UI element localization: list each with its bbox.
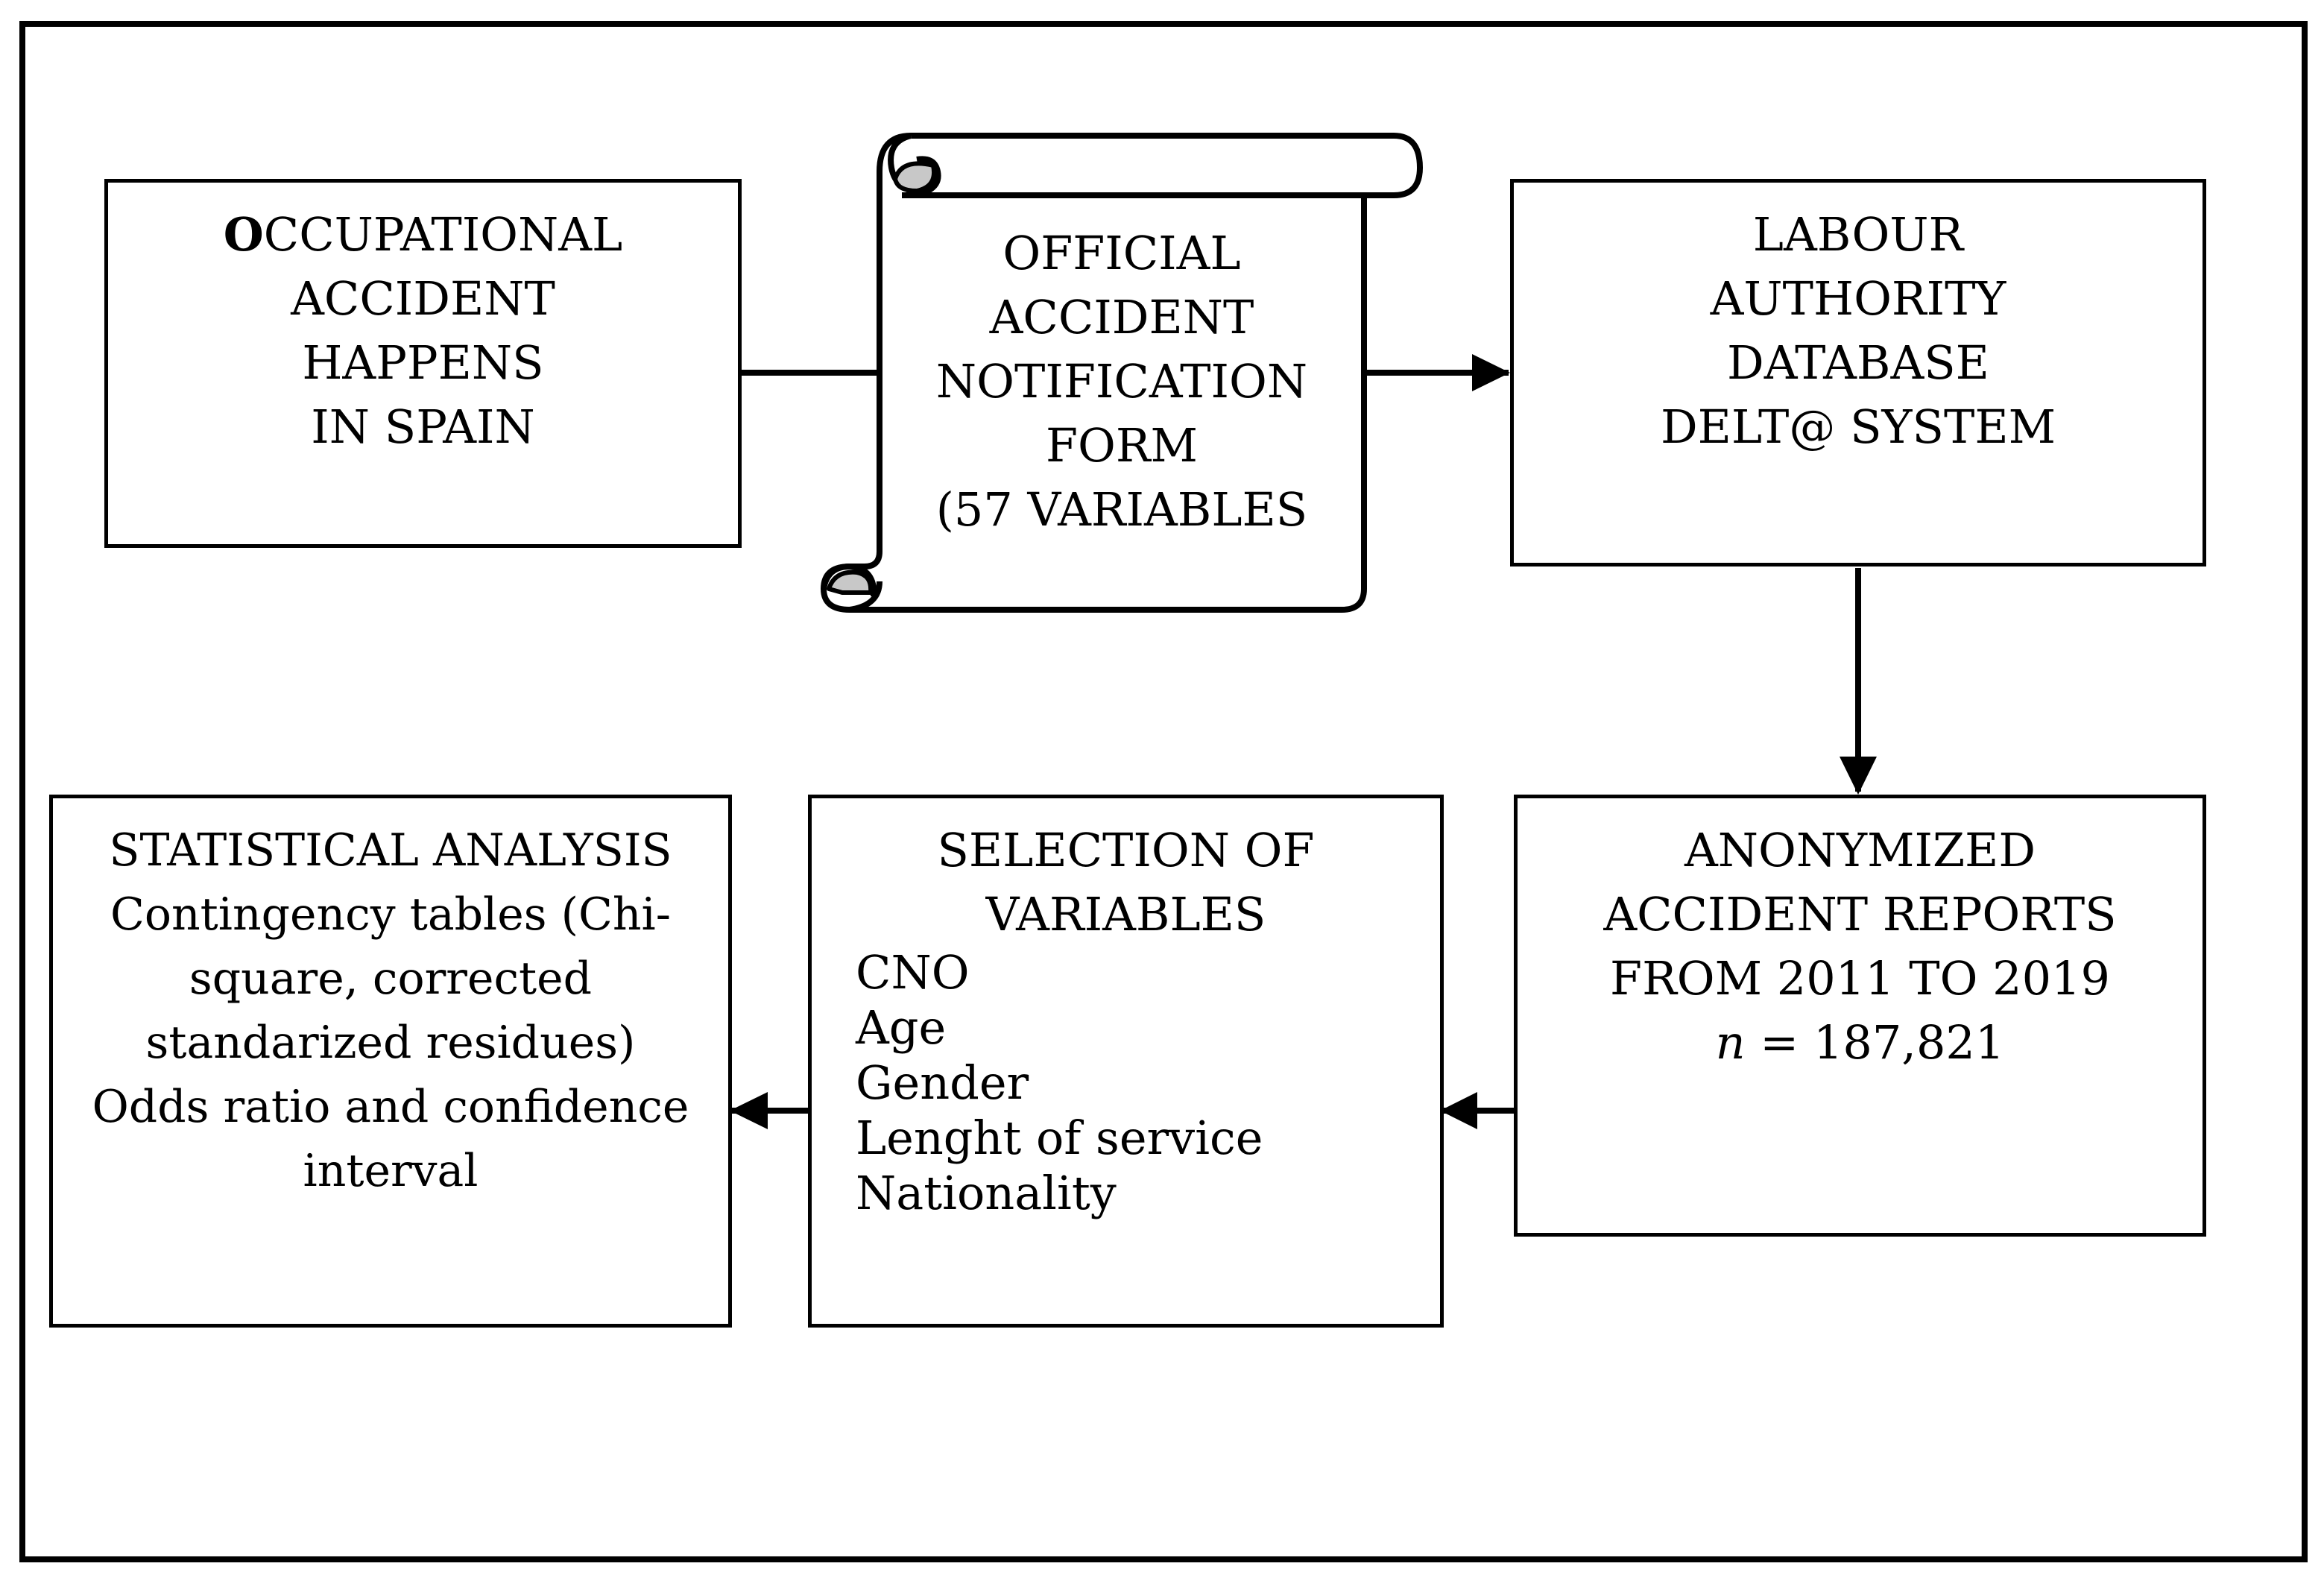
reports-line: ACCIDENT REPORTS [1603,887,2117,941]
arrowhead-right [1472,354,1510,391]
occupational-line: ACCIDENT [291,271,555,326]
outer-frame [19,21,2308,1562]
box-statistical-analysis [49,795,732,1328]
box-labour-authority [1510,179,2206,566]
variable-item: Age [856,1000,947,1055]
form-line: (57 VARIABLES [935,482,1308,537]
arrowhead-down [1840,757,1877,795]
analysis-line: standarized residues) [145,1017,636,1069]
box-occupational-accident [104,179,742,548]
form-line: ACCIDENT [989,290,1254,344]
form-line: FORM [1045,418,1198,473]
analysis-line: Odds ratio and confidence [92,1081,689,1133]
drop-letter: O [223,207,264,262]
arrowhead-left-1 [1440,1092,1477,1129]
reports-sample-size: n = 187,821 [1514,1011,2206,1075]
analysis-line: square, corrected [189,953,593,1005]
labour-authority-text: LABOUR AUTHORITY DATABASE DELT@ SYSTEM [1510,203,2206,459]
reports-line: FROM 2011 TO 2019 [1610,951,2110,1006]
arrowheads [730,354,1877,1129]
variable-item: Lenght of service [856,1111,1263,1165]
selection-items-list: CNO Age Gender Lenght of service Nationa… [856,945,1422,1221]
occupational-line: IN SPAIN [311,400,535,454]
notification-form-text: OFFICIAL ACCIDENT NOTIFICATION FORM (57 … [887,221,1357,542]
variable-item: Gender [856,1055,1029,1110]
occupational-first-line: OCCUPATIONAL [223,207,623,262]
authority-line: DATABASE [1727,335,1989,390]
authority-line: DELT@ SYSTEM [1660,400,2056,454]
form-line: OFFICIAL [1002,226,1241,280]
analysis-line: Contingency tables (Chi- [110,889,672,941]
occupational-line: HAPPENS [302,335,544,390]
analysis-line: STATISTICAL ANALYSIS [109,824,672,877]
anonymized-reports-text: ANONYMIZED ACCIDENT REPORTS FROM 2011 TO… [1514,818,2206,1075]
selection-title-line: SELECTION OF [937,823,1315,877]
reports-line: ANONYMIZED [1684,823,2036,877]
box-anonymized-reports [1514,795,2206,1237]
authority-line: LABOUR [1752,207,1964,262]
selection-title-line: VARIABLES [985,887,1266,941]
analysis-line: interval [303,1145,479,1197]
statistical-analysis-text: STATISTICAL ANALYSIS Contingency tables … [49,818,732,1203]
scroll-shape [821,133,1423,613]
n-symbol: n [1715,1015,1746,1070]
variable-item: Nationality [856,1166,1117,1220]
arrowhead-left-2 [730,1092,768,1129]
form-line: NOTIFICATION [935,354,1308,408]
authority-line: AUTHORITY [1710,271,2006,326]
box-selection-of-variables [808,795,1444,1328]
variable-item: CNO [856,945,970,1000]
n-value: = 187,821 [1745,1015,2005,1070]
selection-title-text: SELECTION OF VARIABLES [808,818,1444,947]
occupational-accident-text: OCCUPATIONAL ACCIDENT HAPPENS IN SPAIN [104,203,742,459]
